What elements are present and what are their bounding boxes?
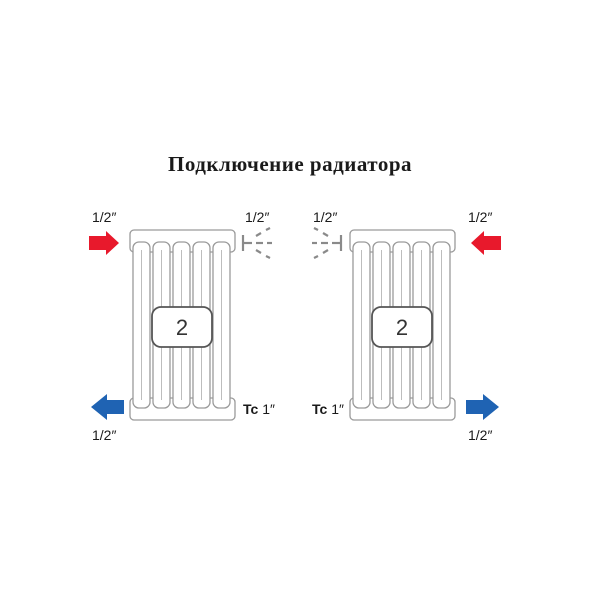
right-top-left-label: 1/2″ [313,209,337,225]
right-radiator: 2 [349,229,456,421]
left-radiator: 2 [129,229,236,421]
right-top-right-label: 1/2″ [468,209,492,225]
diagram-title: Подключение радиатора [168,152,412,176]
arrow-left-blue-icon [91,394,124,420]
valve-icon [241,227,272,259]
left-bottom-left-label: 1/2″ [92,427,116,443]
right-section-count: 2 [396,315,408,340]
left-tc-size: 1″ [258,401,275,417]
right-bottom-right-label: 1/2″ [468,427,492,443]
arrow-right-red-icon [89,231,119,255]
right-tc-label: Tc 1″ [312,401,344,417]
arrow-right-blue-icon [466,394,499,420]
left-tc-prefix: Tc [243,401,259,417]
valve-icon [312,227,343,259]
right-tc-prefix: Tc [312,401,328,417]
arrow-left-red-icon [471,231,501,255]
left-tc-label: Tc 1″ [243,401,275,417]
left-top-left-label: 1/2″ [92,209,116,225]
right-tc-size: 1″ [327,401,344,417]
left-section-count: 2 [176,315,188,340]
left-top-right-label: 1/2″ [245,209,269,225]
